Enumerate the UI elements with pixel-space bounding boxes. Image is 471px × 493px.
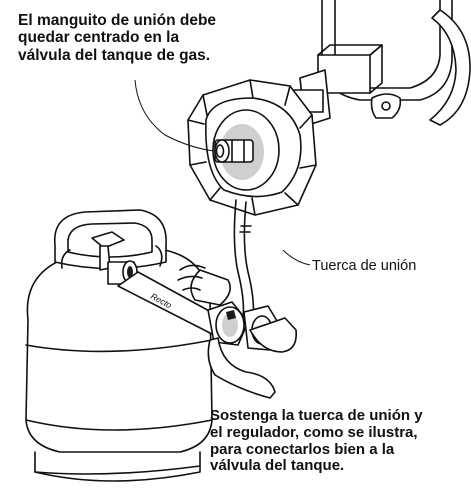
top-instruction-label: El manguito de unión debe quedar centrad… xyxy=(18,12,216,64)
bottom-label-line-1: Sostenga la tuerca de unión y xyxy=(210,407,423,424)
propane-tank xyxy=(25,209,213,482)
coupling-nut-leader-line xyxy=(282,249,311,266)
top-label-line-3: válvula del tanque de gas. xyxy=(18,46,211,64)
straight-connector-bar: Recto xyxy=(117,271,223,335)
top-label-line-1: El manguito de unión debe xyxy=(18,12,217,29)
bottom-label-line-2: el regulador, como se ilustra, xyxy=(210,423,418,441)
hands-holding-regulator xyxy=(177,264,298,399)
gas-hose xyxy=(233,199,255,319)
bottom-instruction-label: Sostenga la tuerca de unión y el regulad… xyxy=(210,407,423,475)
bottom-label-line-4: válvula del tanque. xyxy=(210,457,345,475)
coupling-nut-closeup xyxy=(187,79,317,216)
bottom-label-line-3: para conectarlos bien a la xyxy=(210,440,395,458)
coupling-nut-label: Tuerca de unión xyxy=(312,258,417,274)
top-label-line-2: quedar centrado en la xyxy=(18,29,180,47)
grill-frame-illustration xyxy=(277,0,471,127)
top-label-leader-line xyxy=(134,79,215,152)
